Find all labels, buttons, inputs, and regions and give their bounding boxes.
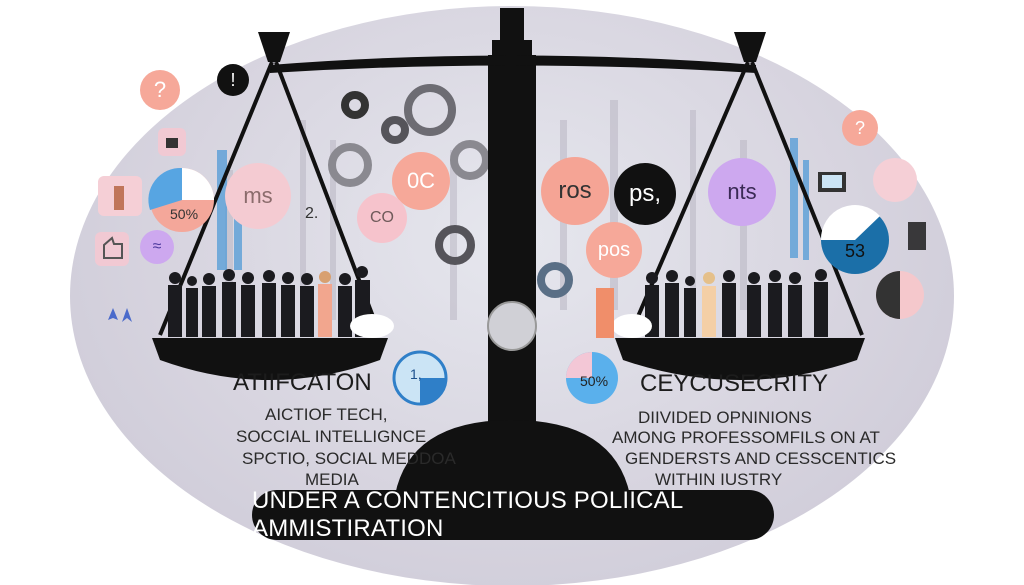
right-title: CEYCUSECRITY [640, 370, 829, 397]
bubble-co: CO [357, 193, 407, 243]
wave-icon: ≈ [140, 230, 174, 264]
pie-left-label: 50% [170, 206, 199, 222]
arrows-icon [873, 158, 917, 202]
bubble-ros: ros [541, 157, 609, 225]
bubble-ps: ps, [614, 163, 676, 225]
question-icon-2: ? [842, 110, 878, 146]
left-line-1: AICTIOF TECH, [265, 405, 388, 424]
right-line-2: AMONG PROFESSOMFILS ON AT [612, 428, 880, 447]
left-line-2: SOCCIAL INTELLIGNCE [236, 427, 427, 446]
bubble-pos: pos [586, 222, 642, 278]
left-pan [152, 338, 388, 380]
exclaim-icon: ! [217, 64, 249, 96]
people-left [168, 266, 370, 337]
left-line-4: MEDIA [305, 470, 359, 489]
number-two: 2. [305, 205, 319, 222]
mini-pie-left-label: 1, [410, 366, 422, 382]
bubble-nts: nts [708, 158, 776, 226]
left-title: ATIIFCATON [233, 369, 372, 396]
sparkle-icons [108, 308, 132, 322]
question-icon-1: ? [140, 70, 180, 110]
scale-base [395, 420, 630, 495]
right-line-3: GENDERSTS AND CESSCENTICS [625, 449, 897, 468]
pie-chart-left [148, 167, 214, 232]
pie-right-label: 53 [845, 241, 866, 261]
pie-chart-right [820, 205, 889, 274]
right-line-1: DIIVIDED OPNINIONS [638, 408, 812, 427]
bubble-ms: ms [225, 163, 291, 229]
right-line-4: WITHIN IUSTRY [655, 470, 783, 489]
caption-banner: UNDER A CONTENCITIOUS POLIICAL AMMISTIRA… [252, 487, 774, 542]
mini-pie-right-label: 50% [580, 373, 609, 389]
right-pan [615, 338, 865, 380]
scale-beam [270, 55, 756, 73]
bubble-oc: 0C [392, 152, 450, 210]
left-line-3: SPCTIO, SOCIAL MEDDOA [242, 449, 456, 468]
gear-icons [328, 84, 573, 298]
people-right [645, 269, 828, 337]
